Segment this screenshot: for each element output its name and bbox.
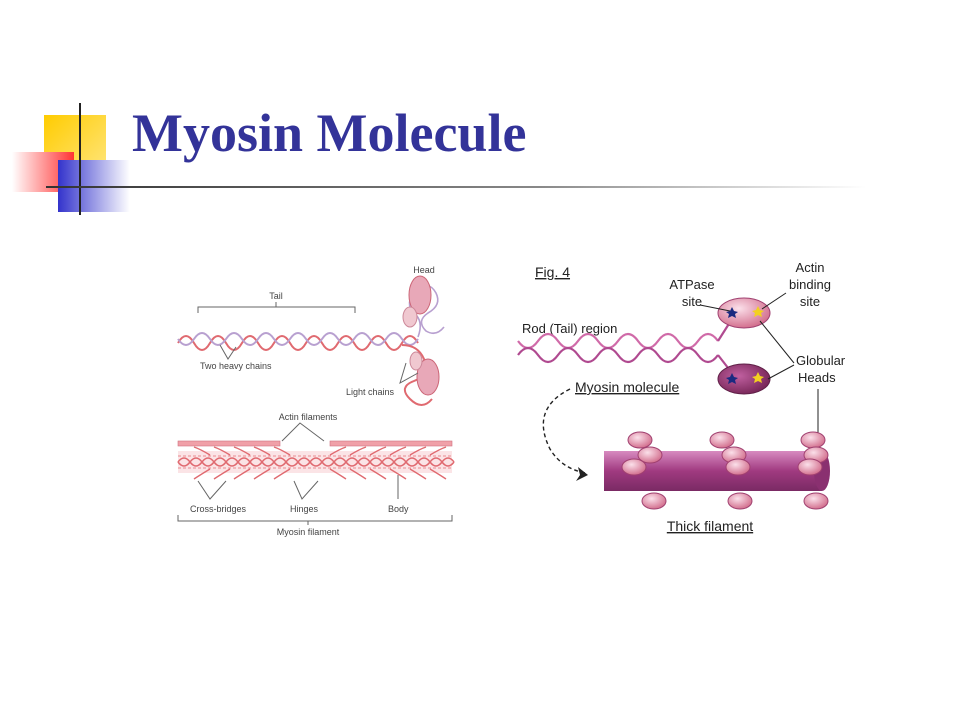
- vertical-line: [79, 103, 81, 215]
- upper-atpase-star: [726, 307, 738, 318]
- actin-filament-left: [177, 440, 281, 447]
- actin-binding-pointer: [761, 292, 787, 310]
- globular-label-line2: Heads: [798, 370, 836, 385]
- two-heavy-chains-label: Two heavy chains: [200, 361, 272, 371]
- cross-bridges-label: Cross-bridges: [190, 504, 247, 514]
- tail-label: Tail: [269, 291, 283, 301]
- hinges-label: Hinges: [290, 504, 319, 514]
- atpase-label-line2: site: [682, 294, 702, 309]
- myosin-filament-bracket: [177, 515, 453, 522]
- heavy-chain-1: [177, 335, 419, 351]
- rod-strand-1: [517, 332, 719, 350]
- upper-actin-star: [752, 306, 764, 317]
- lower-atpase-star: [726, 373, 738, 384]
- heavy-chain-2: [177, 332, 419, 346]
- cross-bridges-pointer: [197, 480, 227, 500]
- light-chains-pointer: [399, 362, 419, 385]
- myosin-thick-filament-diagram: Fig. 4 ATPase site Actin binding site Ro…: [517, 260, 846, 534]
- actin-filament-right: [329, 440, 453, 447]
- body-label: Body: [388, 504, 409, 514]
- upper-globular-head: [717, 297, 771, 329]
- light-chains-label: Light chains: [346, 387, 395, 397]
- actin-filaments-label: Actin filaments: [279, 412, 338, 422]
- title-underline: [46, 186, 866, 188]
- myosin-molecule-label: Myosin molecule: [575, 379, 679, 395]
- actin-pointer: [281, 422, 325, 442]
- myosin-structure-diagram: Tail Head Two heavy chains Light chains …: [177, 265, 455, 537]
- actin-binding-label-line3: site: [800, 294, 820, 309]
- globular-pointer-upper: [759, 320, 795, 364]
- lower-head-chain: [401, 344, 433, 406]
- globular-label-line1: Globular: [796, 353, 846, 368]
- lower-head: [416, 358, 440, 396]
- head-label: Head: [413, 265, 435, 275]
- hinges-pointer: [293, 480, 319, 500]
- dashed-arrow-head: [576, 467, 588, 481]
- thick-filament-label: Thick filament: [667, 518, 753, 534]
- lower-globular-head: [717, 363, 771, 395]
- lower-actin-star: [752, 372, 764, 383]
- lower-light-chain: [409, 351, 423, 371]
- thick-filament: [604, 431, 830, 510]
- cross-bridges-left: [193, 446, 291, 480]
- slide-title: Myosin Molecule: [132, 103, 527, 163]
- myosin-filament-label: Myosin filament: [277, 527, 340, 537]
- atpase-pointer: [699, 304, 731, 312]
- actin-binding-label-line2: binding: [789, 277, 831, 292]
- corner-decoration: [12, 103, 866, 215]
- fig-label: Fig. 4: [535, 264, 570, 280]
- actin-binding-label-line1: Actin: [796, 260, 825, 275]
- dashed-arrow: [542, 388, 587, 474]
- rod-tail-label: Rod (Tail) region: [522, 321, 617, 336]
- tail-bracket: [197, 306, 356, 313]
- cross-bridges-right: [329, 446, 447, 480]
- upper-head: [408, 275, 432, 315]
- atpase-label-line1: ATPase: [669, 277, 714, 292]
- rod-strand-2: [517, 346, 719, 364]
- upper-light-chain: [402, 306, 418, 328]
- globular-pointer-lower: [767, 364, 795, 380]
- myosin-filament-body: [177, 451, 455, 473]
- heavy-chains-pointer: [219, 344, 237, 360]
